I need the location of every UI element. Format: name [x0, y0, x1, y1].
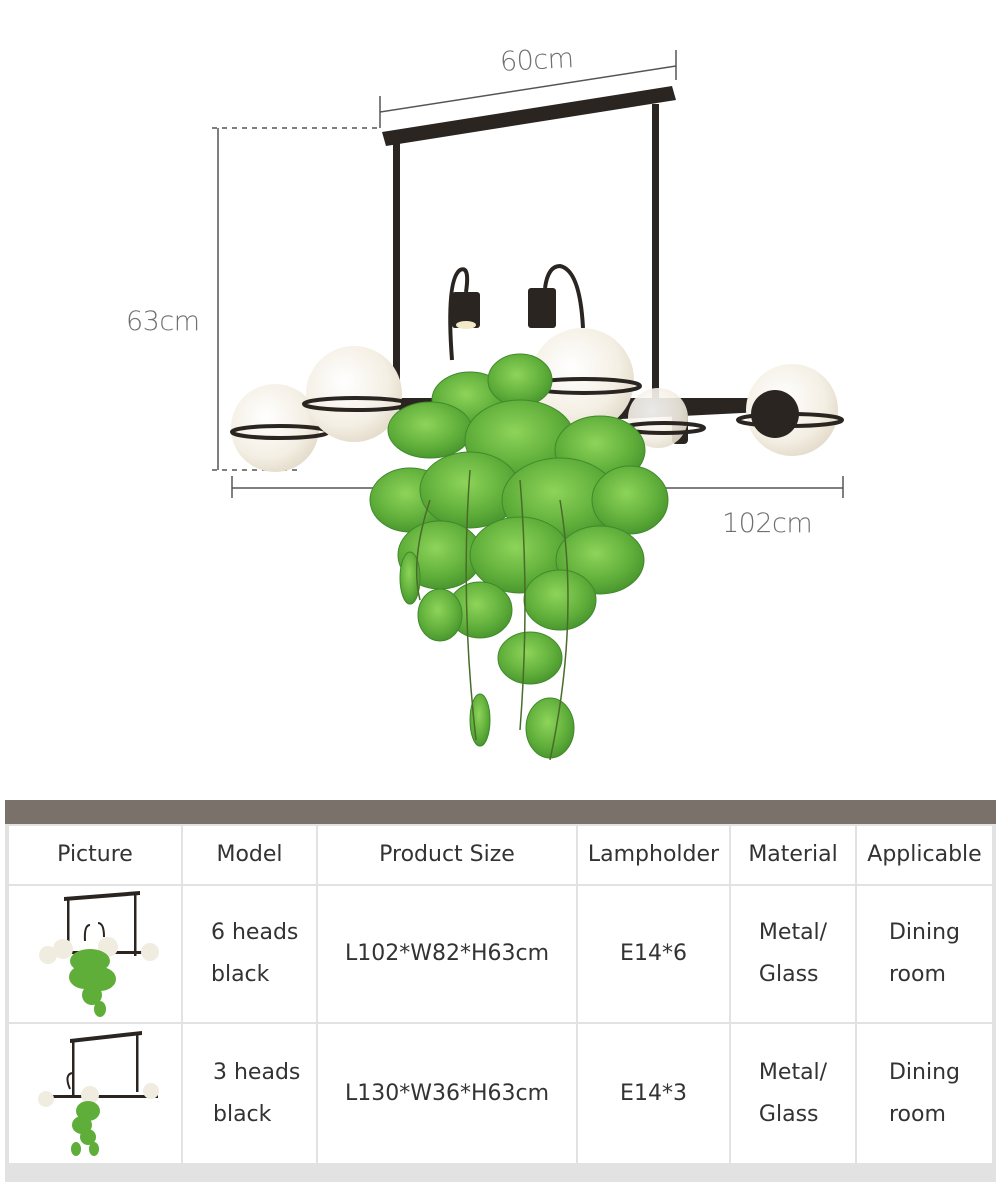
- canopy: [382, 86, 676, 404]
- row-2-model: 3 heads black: [183, 1024, 316, 1163]
- product-thumbnail-6-heads: [39, 891, 159, 1017]
- product-thumbnail-3-heads: [38, 1030, 159, 1156]
- table-top-bar: [5, 800, 996, 824]
- header-material: Material: [731, 826, 855, 884]
- row-2-material: Metal/ Glass: [731, 1024, 855, 1163]
- globe-left-inner: [302, 346, 410, 442]
- header-model: Model: [183, 826, 316, 884]
- foliage: [369, 353, 669, 761]
- header-lampholder: Lampholder: [578, 826, 729, 884]
- row-1-lampholder: E14*6: [578, 886, 729, 1022]
- height-dimension-label: 63cm: [126, 306, 200, 337]
- row-2-picture: [9, 1024, 181, 1163]
- header-product-size: Product Size: [318, 826, 576, 884]
- row-1-model: 6 heads black: [183, 886, 316, 1022]
- row-1-applicable: Dining room: [857, 886, 992, 1022]
- globe-right-outer: [736, 364, 844, 456]
- header-applicable: Applicable: [857, 826, 992, 884]
- product-figure: 60cm 63cm 102cm: [126, 43, 844, 761]
- chandelier-illustration: [212, 50, 844, 761]
- row-2-size: L130*W36*H63cm: [318, 1024, 576, 1163]
- row-1-picture: [9, 886, 181, 1022]
- length-dimension-label: 102cm: [722, 508, 813, 539]
- row-2-applicable: Dining room: [857, 1024, 992, 1163]
- header-picture: Picture: [9, 826, 181, 884]
- row-1-size: L102*W82*H63cm: [318, 886, 576, 1022]
- width-dimension-label: 60cm: [499, 43, 575, 78]
- row-1-material: Metal/ Glass: [731, 886, 855, 1022]
- spotlight-left: [448, 267, 480, 361]
- spec-table: Picture Model Product Size Lampholder Ma…: [5, 800, 996, 1182]
- row-2-lampholder: E14*3: [578, 1024, 729, 1163]
- spotlight-right: [528, 263, 585, 329]
